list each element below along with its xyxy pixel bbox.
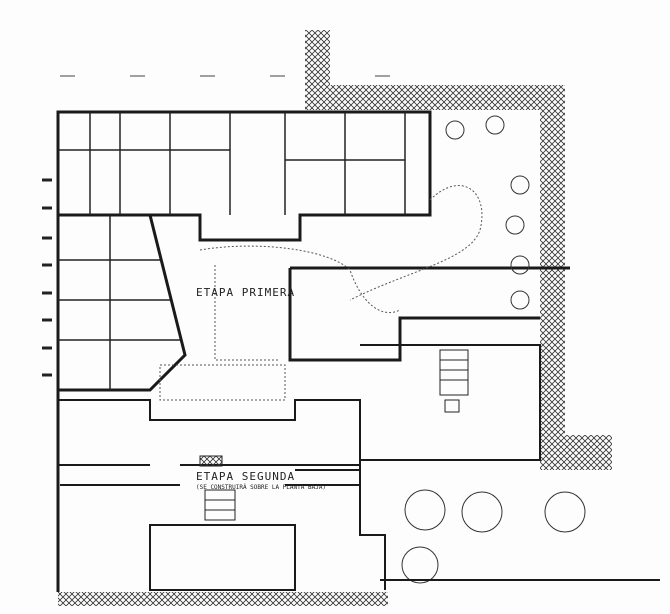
label-stage-two: ETAPA SEGUNDA: [196, 470, 296, 483]
interior-partitions: [58, 112, 406, 390]
building-walls: [56, 110, 570, 592]
garden-paths: [159, 185, 483, 401]
window-marks: [42, 178, 52, 377]
label-stage-one: ETAPA PRIMERA: [196, 286, 296, 299]
stairs: [199, 349, 469, 521]
hatched-boundary: [305, 30, 612, 470]
hatched-boundary-bottom: [58, 592, 388, 606]
trees: [401, 115, 586, 584]
label-stage-two-note: (SE CONSTRUIRÁ SOBRE LA PLANTA BAJA): [196, 484, 327, 491]
stage-two-outline: [58, 344, 660, 591]
